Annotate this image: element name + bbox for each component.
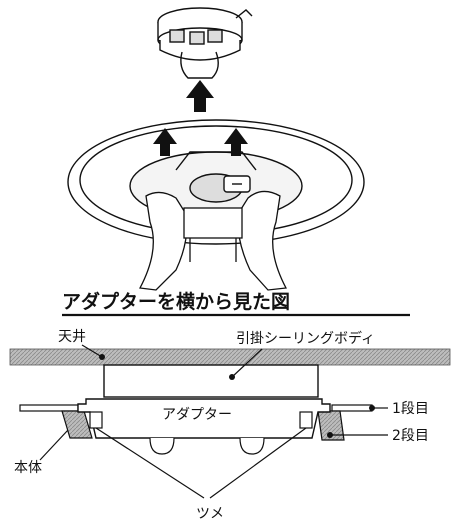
main-body-block-left xyxy=(61,410,93,439)
leader-ceiling-hook-body xyxy=(231,348,263,378)
arrow-up-icon xyxy=(186,80,214,112)
main-body-plate-left xyxy=(19,404,79,412)
label-stage1: 1段目 xyxy=(392,401,429,417)
ceiling-hook-body-illustration xyxy=(157,7,253,79)
diagram-title: アダプターを横から見た図 xyxy=(62,290,290,313)
lifting-illustration xyxy=(67,7,365,291)
tab-right xyxy=(299,411,313,429)
arrow-up-icon xyxy=(153,128,177,156)
hands-illustration xyxy=(138,190,288,291)
leader-dot-ceiling xyxy=(99,354,105,360)
label-stage2: 2段目 xyxy=(392,428,429,444)
label-ceiling-hook-body: 引掛シーリングボディ xyxy=(236,330,375,347)
label-main-body: 本体 xyxy=(14,460,42,476)
arrow-up-icon xyxy=(224,128,248,156)
label-adapter: アダプター xyxy=(162,407,232,423)
tab-left xyxy=(89,411,103,429)
ceiling-band xyxy=(9,348,451,366)
leader-main-body xyxy=(39,429,69,461)
leader-dot-ceiling-hook-body xyxy=(229,374,235,380)
leader-ceiling xyxy=(81,344,103,358)
main-body-plate-right xyxy=(331,404,373,412)
leader-dot-stage1 xyxy=(369,405,375,411)
leader-tab-left xyxy=(95,427,205,499)
leader-dot-stage2 xyxy=(327,432,333,438)
main-body-block-right xyxy=(317,410,345,441)
adapter xyxy=(77,398,331,455)
label-ceiling: 天井 xyxy=(58,329,86,345)
label-tabs: ツメ xyxy=(196,506,224,522)
ceiling-hook-body xyxy=(103,364,319,398)
leader-tab-right xyxy=(209,427,307,499)
